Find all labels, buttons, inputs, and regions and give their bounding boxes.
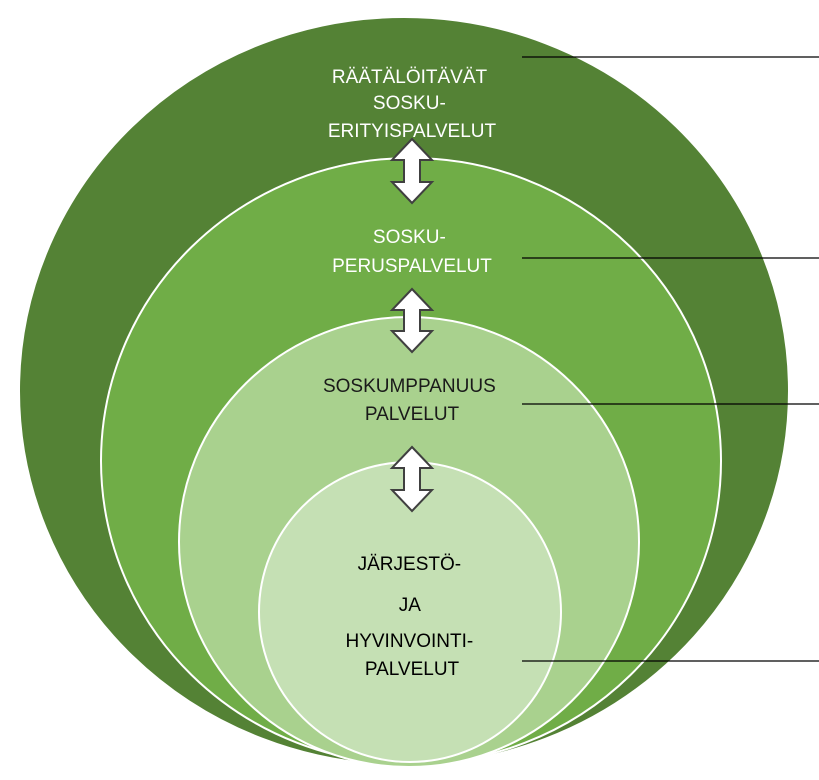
label-organization-wellbeing-services: JÄRJESTÖ- JA HYVINVOINTI- PALVELUT (345, 554, 478, 680)
label-line: SOSKU- (373, 93, 446, 114)
label-line: RÄÄTÄLÖITÄVÄT (332, 67, 488, 88)
double-arrow-icon (389, 287, 435, 354)
label-line: HYVINVOINTI- (345, 631, 473, 652)
label-line: ERITYISPALVELUT (328, 121, 497, 142)
label-line: PERUSPALVELUT (332, 256, 492, 277)
label-line: JA (399, 595, 422, 616)
label-line: SOSKU- (373, 227, 446, 248)
label-line: SOSKUMPPANUUS (323, 376, 496, 397)
double-arrow-icon (389, 137, 435, 205)
label-specialized-services: RÄÄTÄLÖITÄVÄT SOSKU- ERITYISPALVELUT (328, 67, 497, 142)
double-arrow-icon (389, 445, 435, 513)
label-partnership-services: SOSKUMPPANUUS PALVELUT (323, 376, 501, 425)
label-line: PALVELUT (365, 404, 460, 425)
label-basic-services: SOSKU- PERUSPALVELUT (332, 227, 492, 277)
label-line: PALVELUT (365, 659, 460, 680)
label-line: JÄRJESTÖ- (358, 554, 461, 575)
